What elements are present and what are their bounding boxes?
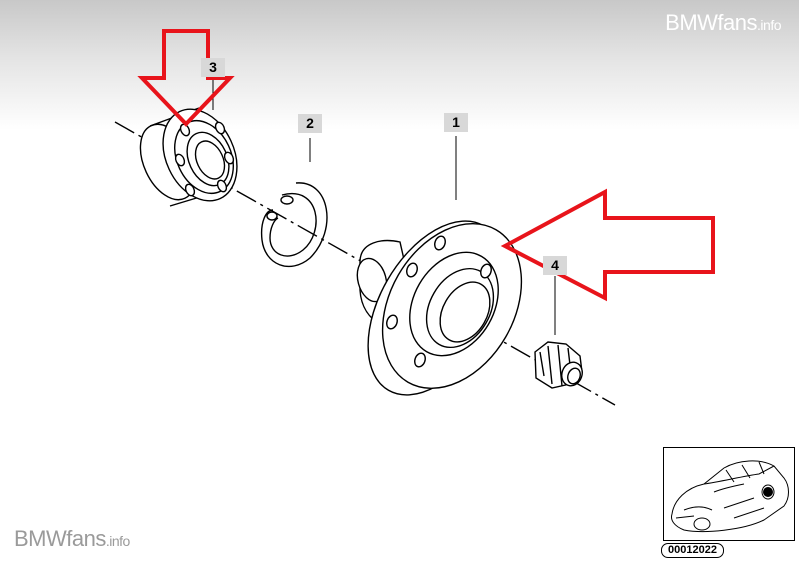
diagram-reference-number: 00012022 bbox=[661, 543, 724, 558]
watermark-bottom-suffix: .info bbox=[105, 533, 130, 549]
watermark-top: BMWfans.info bbox=[665, 10, 781, 36]
circlip bbox=[260, 182, 328, 268]
wheel-hub bbox=[356, 220, 523, 396]
callout-part-3-label: 3 bbox=[209, 59, 217, 75]
watermark-top-suffix: .info bbox=[757, 17, 781, 33]
hub-nut bbox=[534, 341, 583, 389]
arrow-down-icon bbox=[137, 29, 235, 127]
callout-part-4-label: 4 bbox=[551, 257, 559, 273]
callout-part-2-label: 2 bbox=[306, 115, 314, 131]
car-outline-icon bbox=[671, 460, 789, 532]
watermark-bottom: BMWfans.info bbox=[14, 526, 130, 552]
vehicle-location-inset bbox=[663, 447, 795, 541]
callout-part-1-label: 1 bbox=[452, 114, 460, 130]
header-gradient bbox=[0, 0, 799, 130]
watermark-bottom-brand2: fans bbox=[66, 526, 106, 551]
callout-part-4: 4 bbox=[543, 256, 567, 275]
arrow-left-icon bbox=[500, 188, 715, 302]
watermark-bottom-brand: BMW bbox=[14, 526, 67, 551]
callout-part-1: 1 bbox=[444, 113, 468, 132]
wheel-bearing bbox=[139, 105, 238, 210]
callout-part-3: 3 bbox=[201, 58, 225, 77]
watermark-top-brand: BMWfans bbox=[665, 10, 758, 35]
callout-part-2: 2 bbox=[298, 114, 322, 133]
